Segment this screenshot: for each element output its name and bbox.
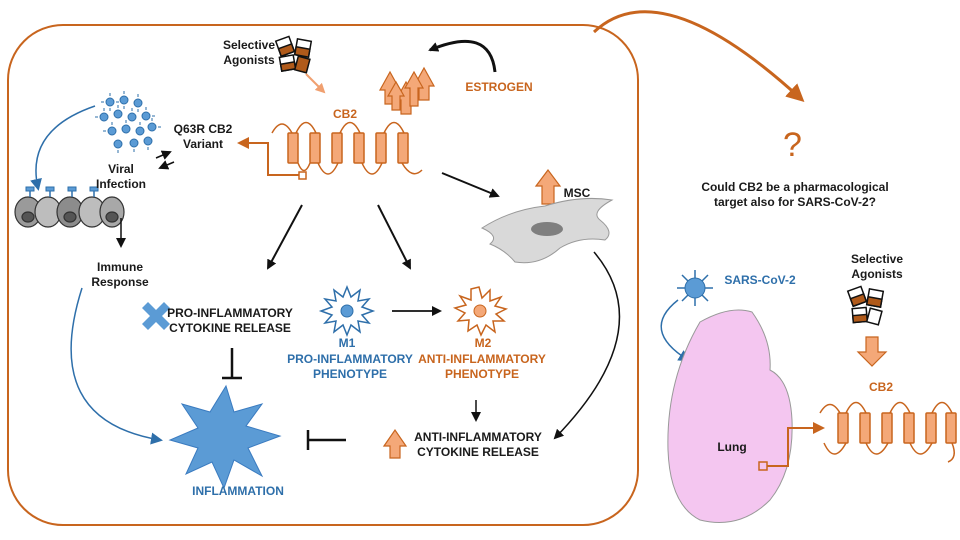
agonists-right-down-arrow-icon xyxy=(856,336,888,367)
main-panel-frame xyxy=(7,24,639,526)
m1-label: M1 xyxy=(338,336,356,350)
inhibition-x-icon xyxy=(142,302,170,330)
q63r-exchange-arrows xyxy=(155,150,175,170)
sars-cov-2-virus-icon xyxy=(677,270,713,306)
lung-icon xyxy=(667,309,793,523)
m2-macrophage-icon xyxy=(452,286,509,337)
selective-agonists-pills-icon xyxy=(274,35,313,74)
cb2-to-pro-release-arrow xyxy=(267,204,303,270)
pro-release-to-inflammation-inhibit xyxy=(222,348,242,380)
estrogen-increase-arrows-icon xyxy=(378,66,436,115)
m1-macrophage-icon xyxy=(318,284,376,338)
agonists-to-cb2-arrow xyxy=(305,73,326,94)
estrogen-curved-arrow xyxy=(428,39,497,73)
cb2-to-msc-arrow xyxy=(441,172,500,198)
sars-cov-2-label: SARS-CoV-2 xyxy=(724,273,796,287)
anti-release-increase-arrow-icon xyxy=(382,428,408,459)
inflammation-burst-icon xyxy=(168,384,282,490)
cb2-receptor-main-icon xyxy=(237,121,423,180)
msc-to-anti-release-arrow xyxy=(553,251,621,440)
msc-cell-icon xyxy=(480,197,614,264)
cb2-receptor-right-icon xyxy=(819,401,957,463)
question-mark: ? xyxy=(783,126,802,164)
msc-increase-arrow-icon xyxy=(534,169,562,205)
virus-cluster-icon xyxy=(95,91,161,153)
immune-to-inflammation-arrow xyxy=(70,287,163,445)
inflammation-label: INFLAMMATION xyxy=(192,484,284,498)
estrogen-label: ESTROGEN xyxy=(465,80,533,94)
lung-to-cb2-arrow xyxy=(767,422,825,467)
virus-to-lung-arrow xyxy=(660,299,691,362)
anti-release-to-inflammation-inhibit xyxy=(306,430,346,450)
selective-agonists-right-pills-icon xyxy=(846,285,885,326)
lung-label: Lung xyxy=(717,440,747,454)
virus-to-cells-arrow xyxy=(30,105,96,191)
cb2-main-label: CB2 xyxy=(332,107,357,121)
cb2-right-label: CB2 xyxy=(868,380,893,394)
frame-to-question-arrow xyxy=(592,10,805,103)
cb2-to-m2-arrow xyxy=(377,204,411,270)
infected-cells-icon xyxy=(14,186,125,228)
msc-label: MSC xyxy=(563,186,591,200)
m2-label: M2 xyxy=(474,336,492,350)
